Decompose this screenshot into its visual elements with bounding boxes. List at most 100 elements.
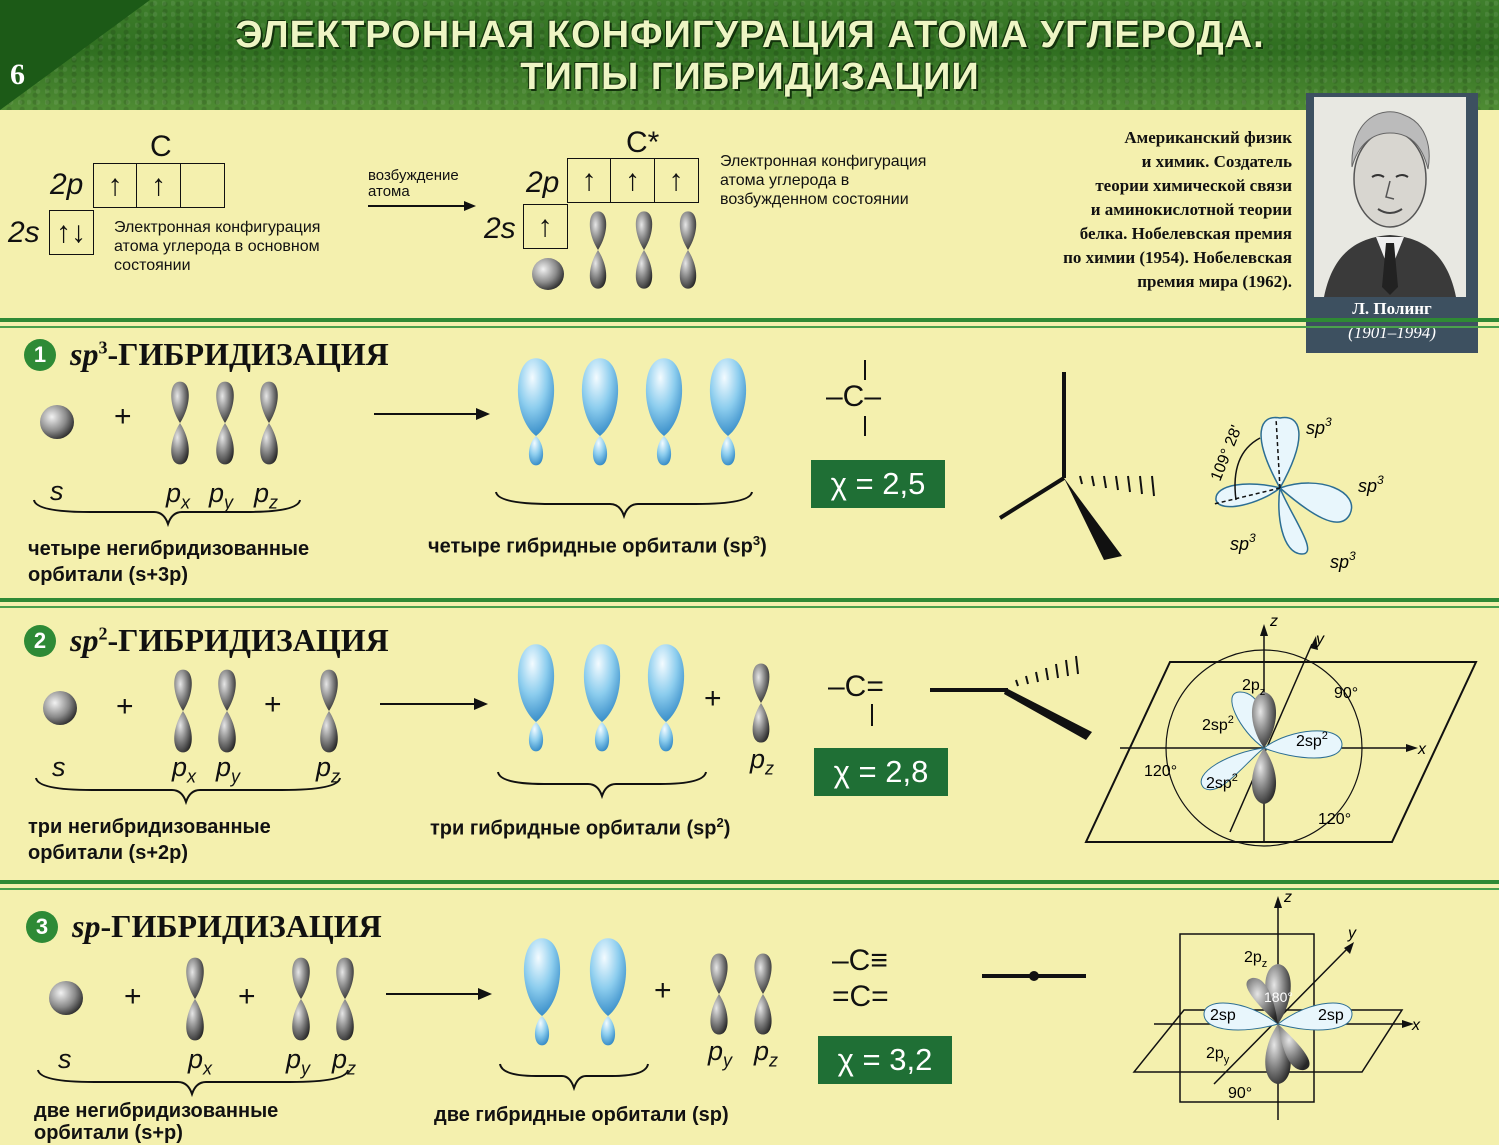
sp-caption-mid: две гибридные орбитали (sp): [434, 1104, 729, 1126]
p-orbital: [320, 669, 338, 753]
p-letter: p: [754, 1036, 770, 1066]
ground-atom-symbol: C: [150, 130, 172, 163]
sp3-label: sp3: [1330, 549, 1356, 572]
header-banner: 6 ЭЛЕКТРОННАЯ КОНФИГУРАЦИЯ АТОМА УГЛЕРОД…: [0, 0, 1499, 110]
sp2-label: 2sp2: [1202, 714, 1234, 734]
p-letter: p: [286, 1044, 302, 1074]
page-number: 6: [10, 58, 25, 91]
pz-label: pz: [332, 1044, 356, 1079]
plus-sign: +: [238, 980, 256, 1013]
p-orbital: [260, 381, 278, 465]
bio-line: по химии (1954). Нобелевская: [1063, 248, 1292, 267]
sp3-hybrid-orbitals: [517, 358, 747, 466]
axis-z-label: z: [1269, 613, 1278, 630]
sp3-section-header: 1 sp3-ГИБРИДИЗАЦИЯ: [24, 336, 389, 373]
excited-orbitals: [532, 211, 697, 290]
axis-z-label: z: [1283, 889, 1292, 906]
ground-2s-label: 2s: [8, 216, 40, 249]
plane: [1179, 933, 1315, 1103]
sp-carbon-formula: =C=: [832, 980, 889, 1013]
angle-90-label: 90°: [1228, 1085, 1252, 1102]
title-sp: sp: [70, 622, 99, 658]
hybrid-orbital: [645, 358, 683, 466]
px-label: px: [172, 752, 196, 787]
p-sub: x: [181, 492, 191, 513]
pz-label: pz: [750, 744, 774, 779]
caption-line: орбитали (s+3p): [28, 564, 189, 586]
sp-carbon-formula: –C≡: [832, 944, 888, 977]
angle-120-label: 120°: [1144, 763, 1177, 780]
excitation-arrow: [368, 201, 476, 211]
section-number-badge: 1: [24, 338, 56, 371]
pz-label: 2pz: [1244, 949, 1267, 970]
sp-electronegativity: χ = 3,2: [818, 1036, 952, 1084]
p-letter: p: [209, 478, 225, 508]
plus-sign: +: [114, 400, 132, 433]
sp3-orbital-diagram: 109° 28' sp3 sp3 sp3 sp3: [1208, 415, 1384, 572]
excited-2p-cells: ↑ ↑ ↑: [566, 158, 699, 203]
p-sub: z: [269, 492, 279, 513]
plus-sign: +: [654, 974, 672, 1007]
py-label: py: [216, 752, 240, 787]
sp3-caption-mid: четыре гибридные орбитали (sp3): [428, 528, 767, 560]
p-lobe: [1246, 977, 1278, 1024]
caption-line: орбитали (s+p): [34, 1122, 183, 1144]
p-letter: p: [172, 752, 188, 782]
excited-2p-cell: ↑: [566, 158, 612, 203]
py-label: py: [286, 1044, 310, 1079]
title-rest: -ГИБРИДИЗАЦИЯ: [107, 336, 389, 372]
p-sub: x: [203, 1058, 213, 1079]
title-rest: -ГИБРИДИЗАЦИЯ: [107, 622, 389, 658]
formula-bond: [871, 704, 873, 726]
title-sp: sp: [70, 336, 99, 372]
page-title-line2: ТИПЫ ГИБРИДИЗАЦИИ: [520, 56, 980, 98]
excited-caption-line: атома углерода в: [720, 172, 850, 189]
sp3-label: sp3: [1358, 473, 1384, 496]
hybrid-orbital: [709, 358, 747, 466]
section-divider: [0, 606, 1499, 608]
py-label: 2py: [1206, 1045, 1230, 1066]
sp2-electronegativity: χ = 2,8: [814, 748, 948, 796]
excitation-caption: возбуждение атома: [368, 168, 459, 200]
sp-hybrid-orbitals: [523, 938, 627, 1046]
sp2-label: 2sp2: [1206, 772, 1238, 792]
p-lobe: [1278, 1024, 1310, 1071]
p-orbital: [216, 381, 234, 465]
section-divider: [0, 880, 1499, 884]
ground-caption-line: состоянии: [114, 257, 191, 274]
ground-2p-cells: ↑ ↑: [92, 163, 225, 208]
excited-2s-cells: ↑: [522, 204, 568, 249]
section-divider: [0, 318, 1499, 322]
p-sub: x: [187, 766, 197, 787]
sp2-orbital-diagram: z y x 2pz 2sp2 2sp2 2sp2 90° 120° 120°: [1084, 613, 1478, 847]
p-orbital: [174, 669, 192, 753]
bio-line: и химик. Создатель: [1141, 152, 1292, 171]
p-letter: p: [332, 1044, 348, 1074]
caption-line: три негибридизованные: [28, 816, 271, 838]
sp-label: 2sp: [1318, 1007, 1344, 1024]
section-number-badge: 3: [26, 910, 58, 943]
bio-line: теории химической связи: [1095, 176, 1292, 195]
excited-atom-symbol: C*: [626, 126, 660, 159]
portrait-name: Л. Полинг: [1352, 299, 1432, 318]
s-orbital: [532, 258, 564, 290]
sp-section-header: 3 sp-ГИБРИДИЗАЦИЯ: [26, 908, 382, 945]
p-letter: p: [254, 478, 270, 508]
py-label: py: [209, 478, 233, 513]
title-sup: 2: [98, 623, 108, 644]
plus-sign: +: [124, 980, 142, 1013]
excited-2p-cell: ↑: [610, 158, 655, 203]
hybrid-lobe: [1262, 730, 1343, 759]
p-sub: y: [224, 492, 234, 513]
sp3-label: sp3: [1306, 415, 1332, 438]
p-letter: p: [316, 752, 332, 782]
s-label: s: [50, 476, 64, 506]
sp2-caption-left: три негибридизованные орбитали (s+2p): [28, 814, 271, 866]
sp-label: 2sp: [1210, 1007, 1236, 1024]
brace: [499, 1063, 649, 1092]
pz-label: pz: [254, 478, 278, 513]
sp-p-orbitals: [710, 953, 772, 1035]
bio-line: премия мира (1962).: [1137, 272, 1292, 291]
angle-label: 109° 28': [1208, 423, 1246, 484]
sp-unhybrid-orbitals: [49, 957, 492, 1041]
